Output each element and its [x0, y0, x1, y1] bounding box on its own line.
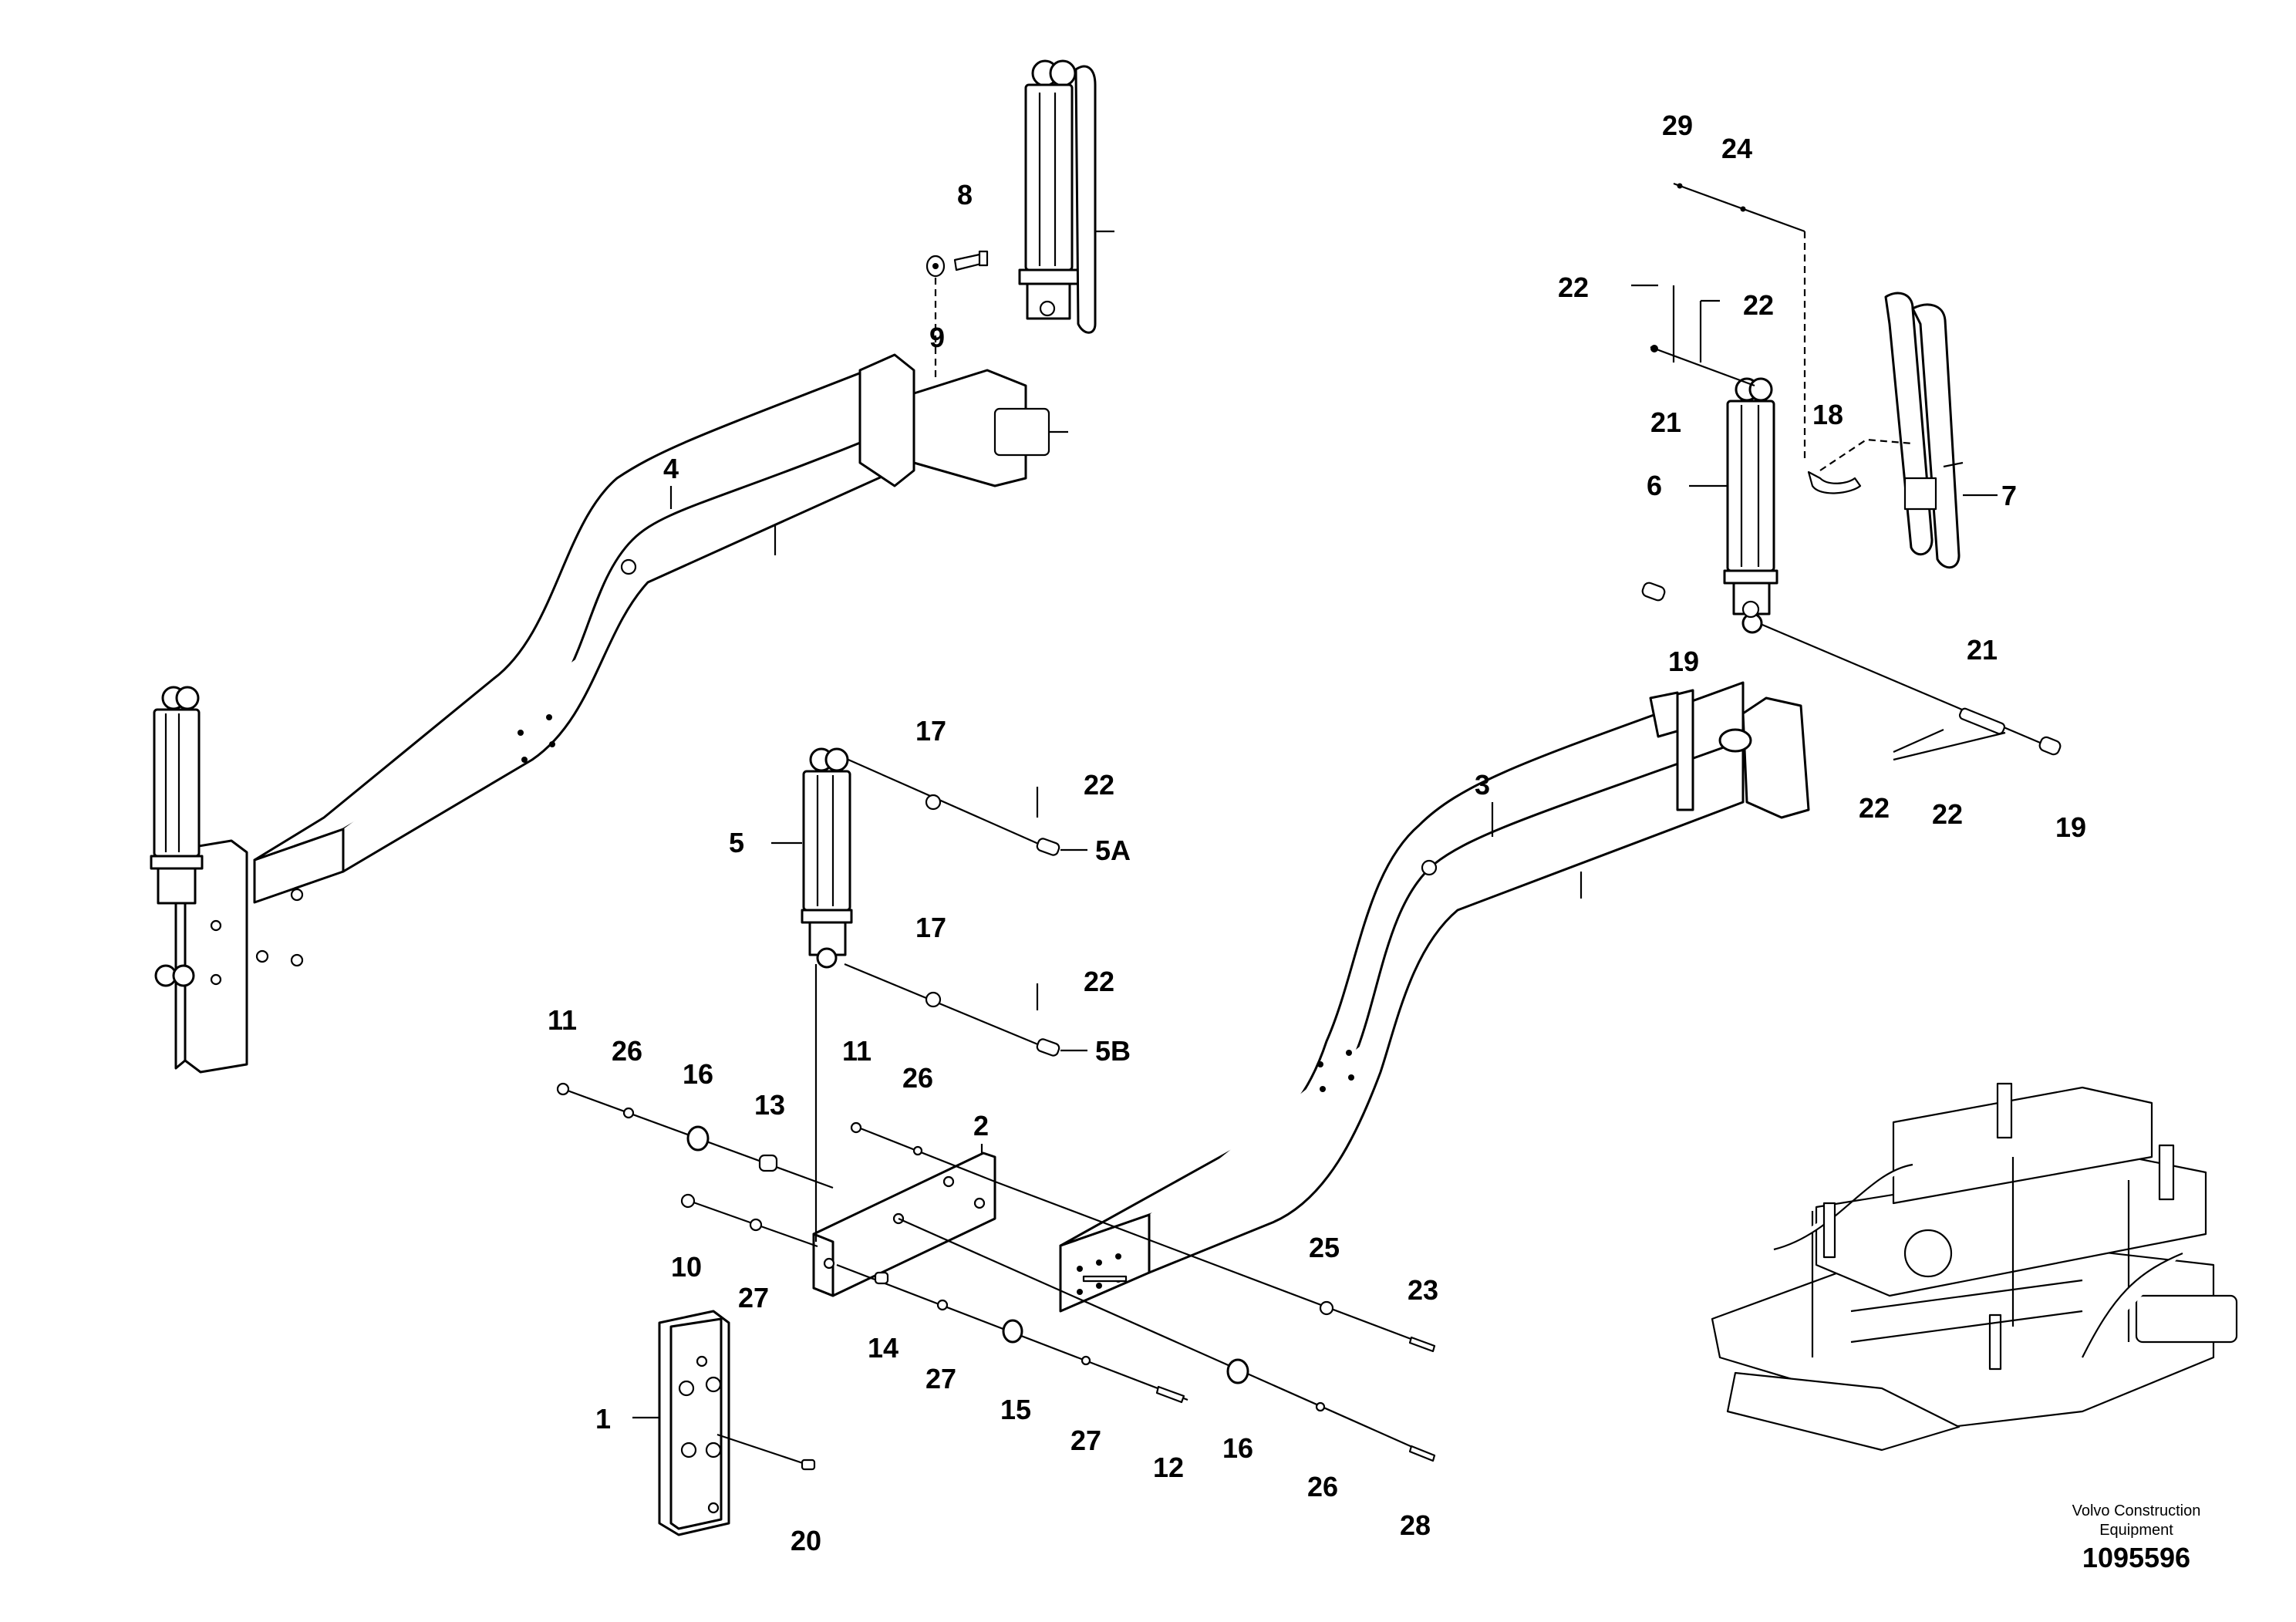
callout-27a: 27 — [738, 1282, 769, 1313]
cylinder-5 — [801, 747, 853, 1242]
callout-14: 14 — [868, 1332, 899, 1364]
callout-24: 24 — [1721, 133, 1752, 164]
frame-arm-4 — [253, 353, 1068, 904]
callout-6: 6 — [1647, 470, 1662, 501]
callout-8: 8 — [957, 179, 973, 211]
callout-15: 15 — [1000, 1394, 1031, 1425]
callout-12: 12 — [1153, 1452, 1184, 1483]
callout-3: 3 — [1475, 769, 1490, 801]
bracket-7 — [1884, 292, 1964, 569]
callout-19b: 19 — [2055, 811, 2086, 843]
callout-4: 4 — [663, 453, 679, 484]
callout-2: 2 — [973, 1110, 989, 1141]
callout-22c: 22 — [1084, 769, 1114, 801]
callout-22f: 22 — [1932, 798, 1963, 830]
callout-16a: 16 — [683, 1058, 713, 1090]
callout-10: 10 — [671, 1251, 702, 1283]
callout-27b: 27 — [925, 1363, 956, 1394]
callout-17a: 17 — [915, 715, 946, 747]
callout-7: 7 — [2001, 480, 2017, 511]
cylinder-6 — [1723, 377, 1778, 634]
callout-17b: 17 — [915, 912, 946, 943]
cylinder-left — [150, 686, 204, 987]
callout-20: 20 — [791, 1525, 821, 1556]
fastener-lines — [556, 1082, 1436, 1462]
callout-5A: 5A — [1095, 835, 1131, 866]
pins-right — [1641, 182, 2062, 761]
callout-9: 9 — [929, 322, 945, 353]
callout-22d: 22 — [1084, 966, 1114, 997]
callout-26b: 26 — [902, 1062, 933, 1094]
callout-5: 5 — [729, 827, 744, 858]
callout-leaders — [632, 284, 1998, 1419]
callout-22e: 22 — [1859, 792, 1890, 824]
title-block: Volvo Construction Equipment 1095596 — [2072, 1502, 2201, 1573]
callout-18: 18 — [1812, 399, 1843, 430]
callout-16b: 16 — [1222, 1432, 1253, 1464]
callout-26c: 26 — [1307, 1471, 1338, 1502]
callout-5B: 5B — [1095, 1035, 1131, 1067]
callout-27c: 27 — [1070, 1425, 1101, 1456]
callout-23: 23 — [1408, 1274, 1438, 1306]
callout-1: 1 — [595, 1403, 611, 1435]
callout-22b: 22 — [1743, 289, 1774, 321]
company-name-line2: Equipment — [2099, 1522, 2173, 1539]
clip-18 — [1803, 231, 1913, 494]
drawing-number: 1095596 — [2082, 1542, 2190, 1573]
callout-19a: 19 — [1668, 646, 1699, 677]
bolt-8-washer-9 — [925, 250, 989, 382]
callout-29: 29 — [1662, 110, 1693, 141]
callout-11b: 11 — [842, 1035, 872, 1067]
frame-arm-3 — [1059, 681, 1810, 1313]
callout-21b: 21 — [1967, 634, 1998, 666]
callout-labels: 1 2 3 4 5 5A 5B 6 7 8 9 10 11 11 12 13 1… — [548, 110, 2086, 1556]
callout-25: 25 — [1309, 1232, 1340, 1263]
callout-28: 28 — [1400, 1509, 1431, 1541]
company-name-line1: Volvo Construction — [2072, 1502, 2201, 1519]
callout-26a: 26 — [612, 1035, 642, 1067]
callout-11a: 11 — [548, 1004, 577, 1036]
callout-22a: 22 — [1558, 271, 1589, 303]
plate-1 — [658, 1310, 816, 1536]
machine-overview-inset — [1711, 1082, 2238, 1452]
plate-2 — [812, 1152, 996, 1297]
callout-21a: 21 — [1650, 406, 1681, 438]
callout-13: 13 — [754, 1089, 785, 1121]
cylinder-upper — [1018, 59, 1114, 334]
pin-lines-5 — [844, 758, 1060, 1057]
